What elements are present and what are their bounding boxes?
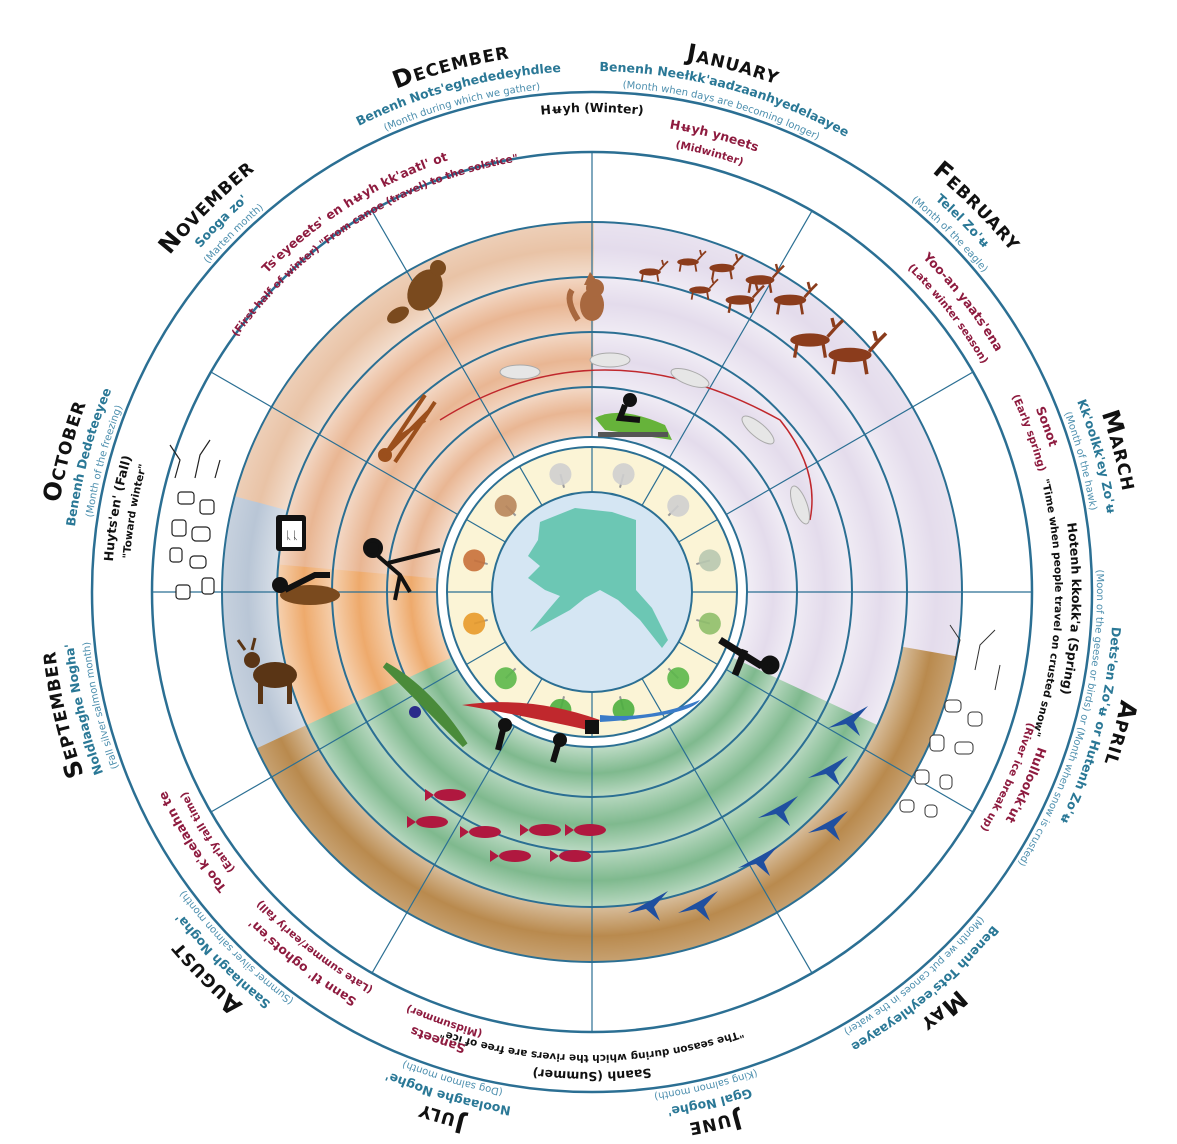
salmon-icon <box>460 826 501 838</box>
tree-divider <box>641 466 666 506</box>
moose-icon <box>236 637 297 704</box>
salmon-icon <box>425 789 466 801</box>
bird-icon <box>828 706 868 736</box>
tree-divider <box>518 466 543 506</box>
person-with-sign-icon: ᚳᚳ <box>272 515 340 605</box>
river-ice-left-icon <box>169 439 221 600</box>
alaska-map-icon <box>528 508 668 648</box>
tree-icon <box>696 612 721 635</box>
caribou-icon <box>745 263 785 293</box>
bird-icon <box>628 891 668 921</box>
season-name: Hʉyh (Winter) <box>540 100 645 118</box>
walking-person-icon <box>363 538 441 601</box>
season-name: Saanh (Summer) <box>532 1065 653 1084</box>
caribou-icon <box>725 283 765 313</box>
caribou-icon <box>773 281 818 315</box>
tree-divider <box>641 678 666 718</box>
tree-icon <box>696 549 721 572</box>
caribou-icon <box>790 317 845 358</box>
caribou-icon <box>639 259 669 282</box>
tree-icon <box>549 463 572 488</box>
ring-circle <box>90 90 1094 1094</box>
bird-icon <box>738 846 778 876</box>
bird-icon <box>758 796 798 826</box>
month-divider <box>371 725 516 974</box>
tree-divider <box>466 518 506 543</box>
snowmobile-icon <box>595 393 672 440</box>
dog-team-icon <box>439 352 813 525</box>
salmon-icon <box>550 850 591 862</box>
bird-icon <box>808 756 848 786</box>
caribou-herd-icon <box>639 249 888 375</box>
bird-flock-icons <box>628 706 868 921</box>
month-divider <box>725 668 974 813</box>
river-ice-right-icon <box>899 624 1001 818</box>
caribou-icon <box>677 249 707 272</box>
water-splash-icon <box>600 700 700 722</box>
canoe-portage-icon <box>462 702 600 763</box>
dog-sled-icon <box>378 393 437 464</box>
tree-icon <box>463 549 488 572</box>
tree-icon <box>612 696 635 721</box>
beaver-icon <box>387 260 446 324</box>
month-divider <box>371 210 516 459</box>
caribou-icon <box>828 330 888 375</box>
tree-divider <box>678 518 718 543</box>
sign-text: ᚳᚳ <box>285 529 298 542</box>
season-name-text: Saanh (Summer) <box>532 1065 653 1084</box>
month-divider <box>668 725 813 974</box>
salmon-icon <box>565 824 606 836</box>
tree-divider <box>466 641 506 666</box>
wolf-icon <box>566 272 604 322</box>
salmon-icon <box>520 824 561 836</box>
ring-lines <box>90 90 1094 1094</box>
tree-icon <box>463 612 488 635</box>
caribou-icon <box>689 277 719 300</box>
caribou-icon <box>709 253 744 280</box>
tree-divider <box>678 641 718 666</box>
salmon-icon <box>407 816 448 828</box>
season-name-text: Hʉyh (Winter) <box>540 100 645 118</box>
month-divider <box>725 371 974 516</box>
month-divider <box>210 371 459 516</box>
kayak-icon <box>382 662 468 748</box>
tree-icon <box>667 667 690 690</box>
month-divider <box>668 210 813 459</box>
bird-icon <box>678 891 718 921</box>
tree-icon <box>667 494 690 517</box>
jumping-person-icon <box>718 637 780 677</box>
tree-icon <box>494 494 517 517</box>
tree-icon <box>612 463 635 488</box>
salmon-icons <box>407 789 606 862</box>
bird-icon <box>808 811 848 841</box>
salmon-icon <box>490 850 531 862</box>
tree-icon <box>494 667 517 690</box>
